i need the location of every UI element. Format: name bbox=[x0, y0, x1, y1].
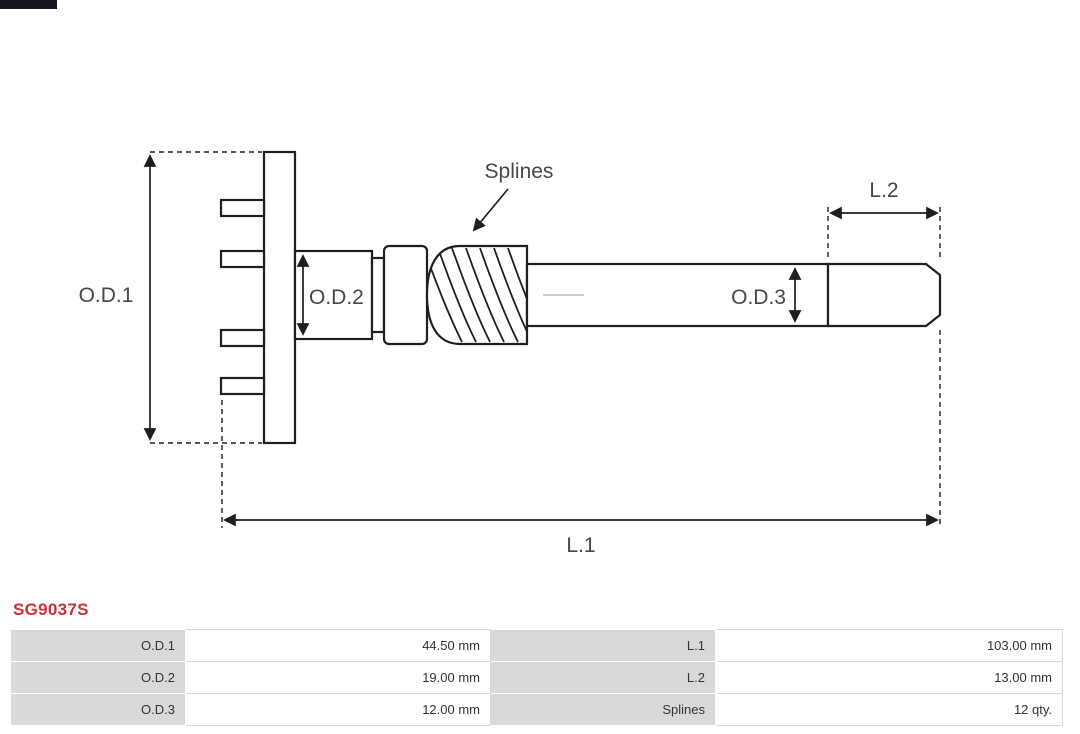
spec-value: 44.50 mm bbox=[185, 629, 491, 662]
l2-label: L.2 bbox=[869, 179, 898, 202]
logo-fragment bbox=[0, 0, 57, 9]
table-row: O.D.1 44.50 mm L.1 103.00 mm bbox=[10, 629, 1063, 662]
spec-value: 12 qty. bbox=[715, 693, 1063, 726]
part-number: SG9037S bbox=[13, 600, 89, 619]
spec-label: Splines bbox=[490, 693, 716, 726]
dimension-lines bbox=[143, 151, 941, 528]
table-row: O.D.2 19.00 mm L.2 13.00 mm bbox=[10, 661, 1063, 694]
shaft-outline bbox=[293, 244, 942, 346]
spec-value: 103.00 mm bbox=[715, 629, 1063, 662]
spec-value: 12.00 mm bbox=[185, 693, 491, 726]
l1-label: L.1 bbox=[566, 534, 595, 557]
spec-label: L.2 bbox=[490, 661, 716, 694]
splines-callout-arrow bbox=[472, 188, 509, 232]
od1-label: O.D.1 bbox=[79, 284, 134, 307]
od2-label: O.D.2 bbox=[309, 286, 364, 309]
spec-value: 19.00 mm bbox=[185, 661, 491, 694]
od3-label: O.D.3 bbox=[731, 286, 786, 309]
technical-diagram: O.D.1 O.D.2 O.D.3 L.2 L.1 Splines bbox=[79, 150, 942, 557]
spec-table: O.D.1 44.50 mm L.1 103.00 mm O.D.2 19.00… bbox=[10, 629, 1063, 726]
spec-label: O.D.2 bbox=[10, 661, 186, 694]
splines-label: Splines bbox=[485, 160, 554, 183]
spec-label: L.1 bbox=[490, 629, 716, 662]
spec-label: O.D.3 bbox=[10, 693, 186, 726]
spec-label: O.D.1 bbox=[10, 629, 186, 662]
spline-hatching bbox=[427, 247, 527, 343]
flange-outline bbox=[219, 150, 297, 445]
table-row: O.D.3 12.00 mm Splines 12 qty. bbox=[10, 693, 1063, 726]
spec-value: 13.00 mm bbox=[715, 661, 1063, 694]
